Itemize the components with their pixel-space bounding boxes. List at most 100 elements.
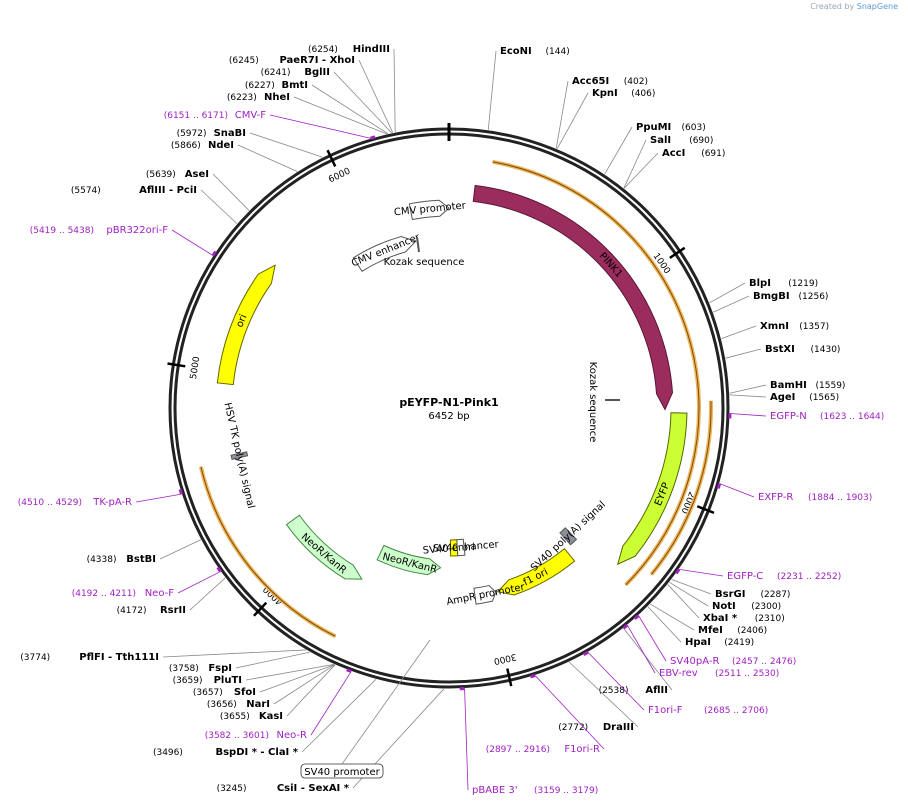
- enzyme-leader: [358, 59, 394, 133]
- enzyme-leader: [623, 152, 659, 189]
- enzyme-name: HindIII: [353, 44, 390, 55]
- enzyme-leader: [259, 664, 335, 693]
- feature-label: NeoR/KanR: [299, 532, 349, 577]
- enzyme-name: AgeI: [770, 392, 795, 403]
- enzyme-site: NarI(3656): [207, 664, 335, 710]
- enzyme-leader: [212, 173, 250, 211]
- feature-label: ori: [234, 313, 249, 329]
- primer-leader: [177, 571, 221, 594]
- feature-ampr-promoter: [473, 585, 497, 605]
- primer-range: (6151 .. 6171): [164, 111, 228, 121]
- primer-mark: [211, 250, 217, 257]
- enzyme-leader: [273, 664, 335, 705]
- primer-range: (2685 .. 2706): [704, 706, 768, 716]
- enzyme-position: (2310): [755, 614, 785, 624]
- enzyme-site: BamHI(1559): [729, 380, 846, 394]
- primer-leader: [638, 615, 667, 662]
- enzyme-position: (1559): [816, 381, 846, 391]
- tick-mark: [253, 601, 268, 617]
- enzyme-name: KpnI: [592, 88, 618, 99]
- primers: CMV-F(6151 .. 6171)pBR322ori-F(5419 .. 5…: [18, 110, 885, 796]
- primer-name: F1ori-F: [648, 705, 683, 716]
- enzyme-leader: [189, 577, 226, 611]
- enzyme-name: PpuMI: [636, 122, 671, 133]
- kozak-label: Kozak sequence: [384, 257, 465, 268]
- primer: EBV-rev(2511 .. 2530): [622, 623, 779, 679]
- enzyme-position: (5574): [71, 186, 101, 196]
- enzyme-leader: [311, 84, 389, 135]
- primer-mark: [582, 650, 589, 656]
- enzyme-leader: [162, 649, 307, 658]
- enzyme-position: (402): [624, 77, 648, 87]
- primer-range: (1884 .. 1903): [808, 493, 872, 503]
- enzyme-name: BsrGI: [715, 589, 745, 600]
- primer-name: EGFP-C: [727, 571, 763, 582]
- enzyme-position: (6227): [245, 81, 275, 91]
- primer: pBABE 3'(3159 .. 3179): [459, 687, 598, 796]
- enzyme-position: (6241): [261, 68, 291, 78]
- primer-leader: [534, 675, 605, 750]
- enzyme-leader: [393, 48, 396, 133]
- enzyme-position: (2538): [599, 686, 629, 696]
- enzyme-position: (3245): [217, 784, 247, 794]
- enzyme-name: PluTI: [214, 675, 242, 686]
- highlight-arc-core: [200, 466, 336, 637]
- enzyme-site: SalI(690): [623, 135, 713, 189]
- primer-range: (5419 .. 5438): [30, 226, 94, 236]
- enzyme-site: SfoI(3657): [193, 664, 335, 698]
- primer-range: (1623 .. 1644): [820, 412, 884, 422]
- primer-leader: [679, 568, 724, 577]
- enzyme-site: AgeI(1565): [729, 392, 839, 403]
- enzyme-position: (2419): [724, 638, 754, 648]
- enzyme-position: (3774): [20, 653, 50, 663]
- enzyme-site: PflFI - Tth111I(3774): [20, 649, 307, 663]
- enzyme-position: (2772): [558, 723, 588, 733]
- enzyme-site: SnaBI(5972): [177, 128, 323, 158]
- enzyme-position: (6223): [227, 93, 257, 103]
- feature-hsv-tk-poly-a-signal: [230, 451, 249, 461]
- enzyme-name: EcoNI: [500, 46, 532, 57]
- tick-mark: [696, 505, 715, 515]
- enzyme-position: (691): [701, 149, 725, 159]
- highlight-arc-core: [650, 400, 712, 575]
- enzyme-name: AflIII - PciI: [139, 185, 197, 196]
- enzyme-position: (690): [689, 136, 713, 146]
- enzyme-leader: [249, 132, 323, 158]
- enzyme-name: BspDI * - ClaI *: [215, 747, 298, 758]
- enzyme-name: PaeR7I - XhoI: [279, 55, 355, 66]
- primer-leader: [587, 651, 645, 711]
- kozak-mark: [416, 236, 420, 253]
- enzyme-position: (406): [631, 89, 655, 99]
- primer-name: pBR322ori-F: [106, 225, 168, 236]
- enzyme-name: RsrII: [160, 605, 186, 616]
- enzyme-name: BmgBI: [753, 291, 790, 302]
- enzyme-name: AseI: [185, 169, 209, 180]
- enzyme-leader: [333, 71, 392, 134]
- primer-mark: [622, 623, 629, 630]
- backbone-ring: [168, 123, 730, 689]
- enzyme-position: (5639): [146, 170, 176, 180]
- sv40-promoter-box: SV40 promoter: [300, 639, 431, 779]
- enzyme-position: (144): [546, 47, 570, 57]
- enzyme-site: PaeR7I - XhoI(6245): [229, 55, 394, 133]
- kozak-label: Kozak sequence: [587, 362, 598, 443]
- enzyme-leader: [647, 606, 682, 643]
- enzyme-site: NotI(2300): [669, 581, 781, 612]
- enzyme-position: (1357): [799, 322, 829, 332]
- tick-mark: [326, 149, 337, 167]
- enzyme-site: XmnI(1357): [721, 321, 829, 340]
- enzyme-name: BstXI: [765, 344, 795, 355]
- feature-pink1: [472, 184, 673, 411]
- enzyme-name: BstBI: [126, 554, 156, 565]
- enzyme-position: (3659): [173, 676, 203, 686]
- primer-range: (3582 .. 3601): [205, 731, 269, 741]
- primer-range: (4510 .. 4529): [18, 498, 82, 508]
- enzyme-site: FspI(3758): [169, 651, 310, 674]
- primer: F1ori-F (2685 .. 2706): [582, 650, 768, 716]
- enzyme-position: (5972): [177, 129, 207, 139]
- enzyme-position: (3496): [153, 748, 183, 758]
- feature-neor-kanr: [285, 514, 363, 580]
- feature-sv40-enhancer: [456, 538, 466, 557]
- highlight-arc-core: [492, 161, 700, 586]
